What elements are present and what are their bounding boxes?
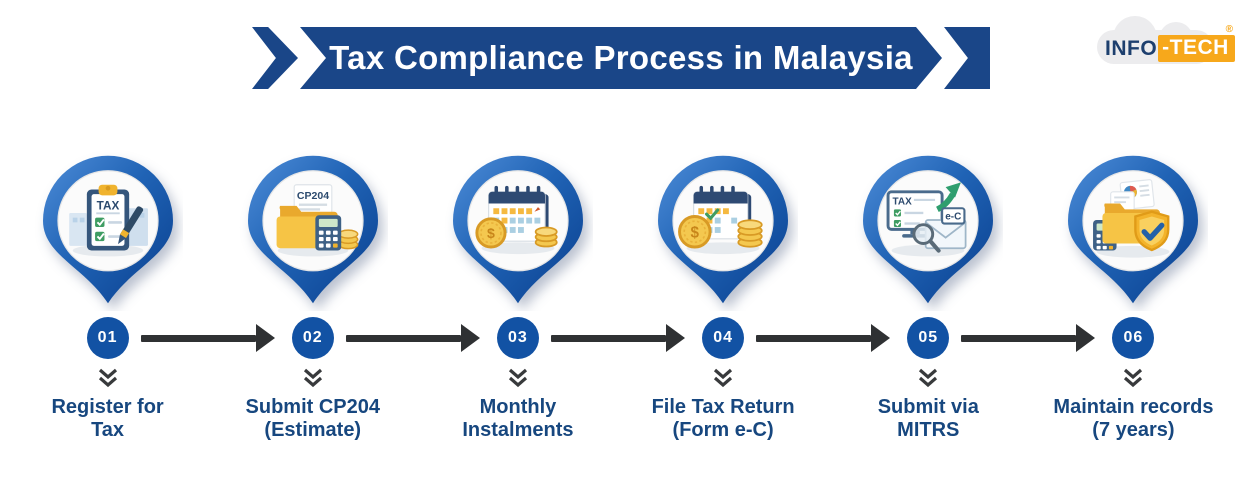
badge-row-3: 03 <box>415 317 685 359</box>
arrow-connector-4 <box>756 324 891 352</box>
records-folder-shield-icon <box>1086 173 1180 267</box>
double-chevron-down-icon <box>1124 368 1143 388</box>
step-pin-2: CP204 <box>238 148 388 311</box>
badge-row-1: 01 <box>5 317 275 359</box>
tax-screen-envelope-icon: TAX e-C <box>881 173 975 267</box>
ribbon-tail-right <box>944 27 990 89</box>
step-number-badge-6: 06 <box>1112 317 1155 359</box>
step-column-1: TAX <box>5 148 275 442</box>
step-number-badge-2: 02 <box>291 317 334 359</box>
double-chevron-down-icon <box>714 368 733 388</box>
arrow-head-icon <box>1076 324 1096 352</box>
step-number-badge-1: 01 <box>86 317 129 359</box>
calendar-coins-icon: $ <box>676 173 770 267</box>
svg-text:$: $ <box>691 225 700 242</box>
badge-row-2: 02 <box>210 317 480 359</box>
step-pin-5: TAX e-C <box>853 148 1003 311</box>
step-pin-4: $ <box>648 148 798 311</box>
ribbon-body: Tax Compliance Process in Malaysia <box>300 27 942 89</box>
step-number-badge-5: 05 <box>907 317 950 359</box>
svg-text:$: $ <box>487 225 495 241</box>
step-label-6: Maintain records (7 years) <box>1053 396 1214 441</box>
arrow-head-icon <box>460 324 480 352</box>
step-number-badge-3: 03 <box>496 317 539 359</box>
step-label-2: Submit CP204 (Estimate) <box>245 396 380 441</box>
double-chevron-down-icon <box>919 368 938 388</box>
svg-text:CP204: CP204 <box>297 190 329 202</box>
logo-part-info: INFO <box>1105 36 1158 60</box>
step-column-3: $ 03 Monthly Instalments <box>415 148 685 442</box>
arrow-connector-5 <box>961 324 1096 352</box>
step-label-5: Submit via MITRS <box>877 396 979 441</box>
step-label-3: Monthly Instalments <box>462 396 574 441</box>
step-column-5: TAX e-C <box>826 148 1096 442</box>
step-number-badge-4: 04 <box>702 317 745 359</box>
step-pin-1: TAX <box>33 148 183 311</box>
step-column-2: CP204 <box>210 148 480 442</box>
page-title: Tax Compliance Process in Malaysia <box>329 39 913 76</box>
arrow-connector-1 <box>140 324 275 352</box>
step-column-4: $ 04 File Tax Return (Form e-C) <box>621 148 891 442</box>
arrow-connector-3 <box>550 324 685 352</box>
step-label-4: File Tax Return (Form e-C) <box>651 396 795 441</box>
double-chevron-down-icon <box>508 368 527 388</box>
double-chevron-down-icon <box>303 368 322 388</box>
logo-text: INFO -TECH <box>1105 35 1235 62</box>
step-label-1: Register for Tax <box>51 396 164 441</box>
step-pin-6 <box>1058 148 1208 311</box>
process-steps-row: TAX <box>5 148 1236 442</box>
ribbon-tail-left <box>252 27 298 89</box>
step-pin-3: $ <box>443 148 593 311</box>
double-chevron-down-icon <box>98 368 117 388</box>
step-column-6: 06 Maintain records (7 years) <box>1031 148 1236 442</box>
registered-trademark-icon: ® <box>1225 24 1233 35</box>
tax-clipboard-icon: TAX <box>61 173 155 267</box>
svg-text:TAX: TAX <box>96 199 119 212</box>
arrow-connector-2 <box>345 324 480 352</box>
cp204-folder-calculator-icon: CP204 <box>266 173 360 267</box>
arrow-head-icon <box>665 324 685 352</box>
badge-row-6: 06 <box>1031 317 1236 359</box>
arrow-head-icon <box>255 324 275 352</box>
calendar-coin-icon: $ <box>471 173 565 267</box>
svg-text:TAX: TAX <box>893 197 913 208</box>
arrow-head-icon <box>871 324 891 352</box>
logo-part-tech: -TECH <box>1158 35 1235 62</box>
title-banner: Tax Compliance Process in Malaysia <box>252 27 990 89</box>
badge-row-4: 04 <box>621 317 891 359</box>
badge-row-5: 05 <box>826 317 1096 359</box>
svg-text:e-C: e-C <box>945 211 961 222</box>
info-tech-logo: INFO -TECH ® <box>1091 16 1235 74</box>
